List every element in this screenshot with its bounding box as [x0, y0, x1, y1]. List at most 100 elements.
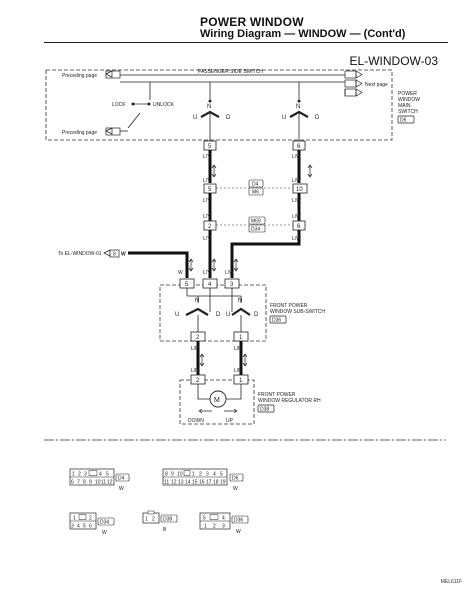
d4-t4: 4	[99, 472, 102, 478]
d6-t8: 5	[220, 472, 223, 478]
left-switch-n-contact	[208, 99, 212, 103]
d6-b7: 18	[213, 480, 219, 486]
sub-switch-name-2: WINDOW SUB-SWITCH	[270, 309, 325, 315]
d6-label: D6	[232, 476, 239, 482]
joint2-right-pin: 6	[297, 224, 301, 230]
right-pin-d: D	[315, 115, 320, 121]
wire-label-lw-2: L/W	[292, 178, 301, 184]
wire-label-ly-6: L/Y	[203, 270, 211, 276]
d4-t5: 5	[106, 472, 109, 478]
regulator-name-2: WINDOW REGULATOR RH	[258, 398, 321, 404]
d6-t4: 1	[192, 472, 195, 478]
d36-t0: 5	[203, 516, 206, 522]
regulator-box	[179, 379, 255, 425]
preceding-label-top: Preceding page	[62, 73, 97, 79]
sub-right-lever	[231, 307, 251, 316]
regulator-name-1: FRONT POWER	[258, 392, 296, 398]
d4-b6: 12	[107, 480, 113, 486]
wire-label-lw-3: L/W	[292, 198, 301, 204]
up-arrow-icon	[224, 408, 238, 414]
d6-t0: 8	[165, 472, 168, 478]
wire-label-ly-1: L/Y	[203, 154, 211, 160]
arrow-lw-2	[233, 258, 239, 272]
main-switch-connector-box	[397, 115, 415, 124]
d4-b2: 8	[83, 480, 86, 486]
d36-lock-icon	[209, 514, 219, 520]
wire-label-lr-1: L/R	[191, 346, 199, 352]
d6-b5: 16	[199, 480, 205, 486]
wire-label-lw-4: L/W	[292, 214, 301, 220]
left-pin-d: D	[226, 115, 231, 121]
sub-bottom-left-pin: 2	[196, 335, 200, 341]
diagram-code: EL-WINDOW-03	[349, 54, 438, 68]
joint2-tag-d34-label: D34	[251, 227, 260, 233]
to-window-arrow	[103, 249, 111, 257]
d4-b1: 7	[77, 480, 80, 486]
d36-label: D36	[234, 518, 243, 524]
wire-label-ly-2: L/Y	[203, 178, 211, 184]
d6-b8: 19	[220, 480, 226, 486]
connector-d36: 5 4 1 2 3 D36 W	[199, 512, 249, 535]
figure-code: MEL611F	[440, 579, 462, 585]
d6-t7: 4	[213, 472, 216, 478]
main-switch-name-1: POWER	[398, 91, 417, 97]
preceding-box-top	[105, 70, 121, 79]
d34-t2: 2	[89, 516, 92, 522]
arrow-ly-1	[211, 164, 217, 178]
d4-t1: 2	[78, 472, 81, 478]
sub-switch-connector-box	[269, 315, 287, 324]
next-page-label: Next page	[365, 82, 388, 88]
d34-b2: 5	[83, 524, 86, 530]
d34-t0: 1	[73, 516, 76, 522]
to-window-pin: 8	[113, 252, 116, 258]
sub-left-pin-n: N	[195, 298, 199, 304]
connector-d6: 8 9 10 1 2 3 4 5 11 12 13 14 15 16 17 18…	[162, 468, 244, 492]
main-switch-name-3: MAIN	[398, 103, 411, 109]
joint1-tag-d4-label: D4	[252, 182, 259, 188]
left-pin-n: N	[207, 104, 211, 110]
right-switch-n-contact	[297, 99, 301, 103]
header-rule	[44, 42, 448, 43]
page-subtitle: Wiring Diagram — WINDOW — (Cont'd)	[200, 28, 406, 40]
d4-t2: 3	[84, 472, 87, 478]
d38-color: B	[163, 527, 167, 533]
d36-b0: 1	[204, 524, 207, 530]
wire-w	[128, 251, 189, 278]
sub-switch-connector: D36	[272, 318, 281, 324]
left-pin-u: U	[193, 115, 197, 121]
joint2-left-pin: 2	[208, 224, 212, 230]
main-switch-box	[45, 69, 393, 141]
wire-label-lb-1: L/B	[234, 346, 242, 352]
d4-b0: 6	[71, 480, 74, 486]
d36-color: W	[236, 529, 241, 535]
next-box-bottom	[344, 79, 357, 88]
main-term-left-pin: 5	[208, 144, 212, 150]
sub-right-pin-n: N	[238, 298, 242, 304]
joint1-tag-m6	[248, 187, 264, 196]
d36-t2: 4	[222, 516, 225, 522]
wire-label-lw-1: L/W	[292, 154, 301, 160]
d34-label-box	[97, 517, 115, 526]
down-arrow-icon	[198, 408, 212, 414]
connector-d4: 1 2 3 4 5 6 7 8 9 10 11 12 D4 W	[69, 468, 130, 492]
d38-label-box	[160, 514, 178, 523]
d34-b1: 4	[77, 524, 80, 530]
d4-b4: 10	[95, 480, 101, 486]
reg-down-label: DOWN	[188, 418, 204, 424]
d34-b0: 3	[71, 524, 74, 530]
reg-top-right-pin: 1	[239, 378, 243, 384]
main-switch-connector: D6	[400, 118, 407, 124]
page-title: POWER WINDOW	[200, 15, 304, 29]
wire-label-lb-2: L/B	[234, 368, 242, 374]
main-switch-name-2: WINDOW	[398, 97, 420, 103]
connector-d34: 1 2 3 4 5 6 D34 W	[69, 512, 115, 536]
d6-t1: 9	[171, 472, 174, 478]
next-box-third	[344, 88, 357, 97]
joint2-tag-d34	[248, 224, 266, 233]
sub-bottom-right-pin: 1	[239, 335, 243, 341]
d6-b3: 14	[185, 480, 191, 486]
d36-label-box	[231, 515, 249, 524]
preceding-arrow-top	[105, 70, 113, 78]
reg-right-lead	[226, 384, 242, 400]
d6-b4: 15	[192, 480, 198, 486]
